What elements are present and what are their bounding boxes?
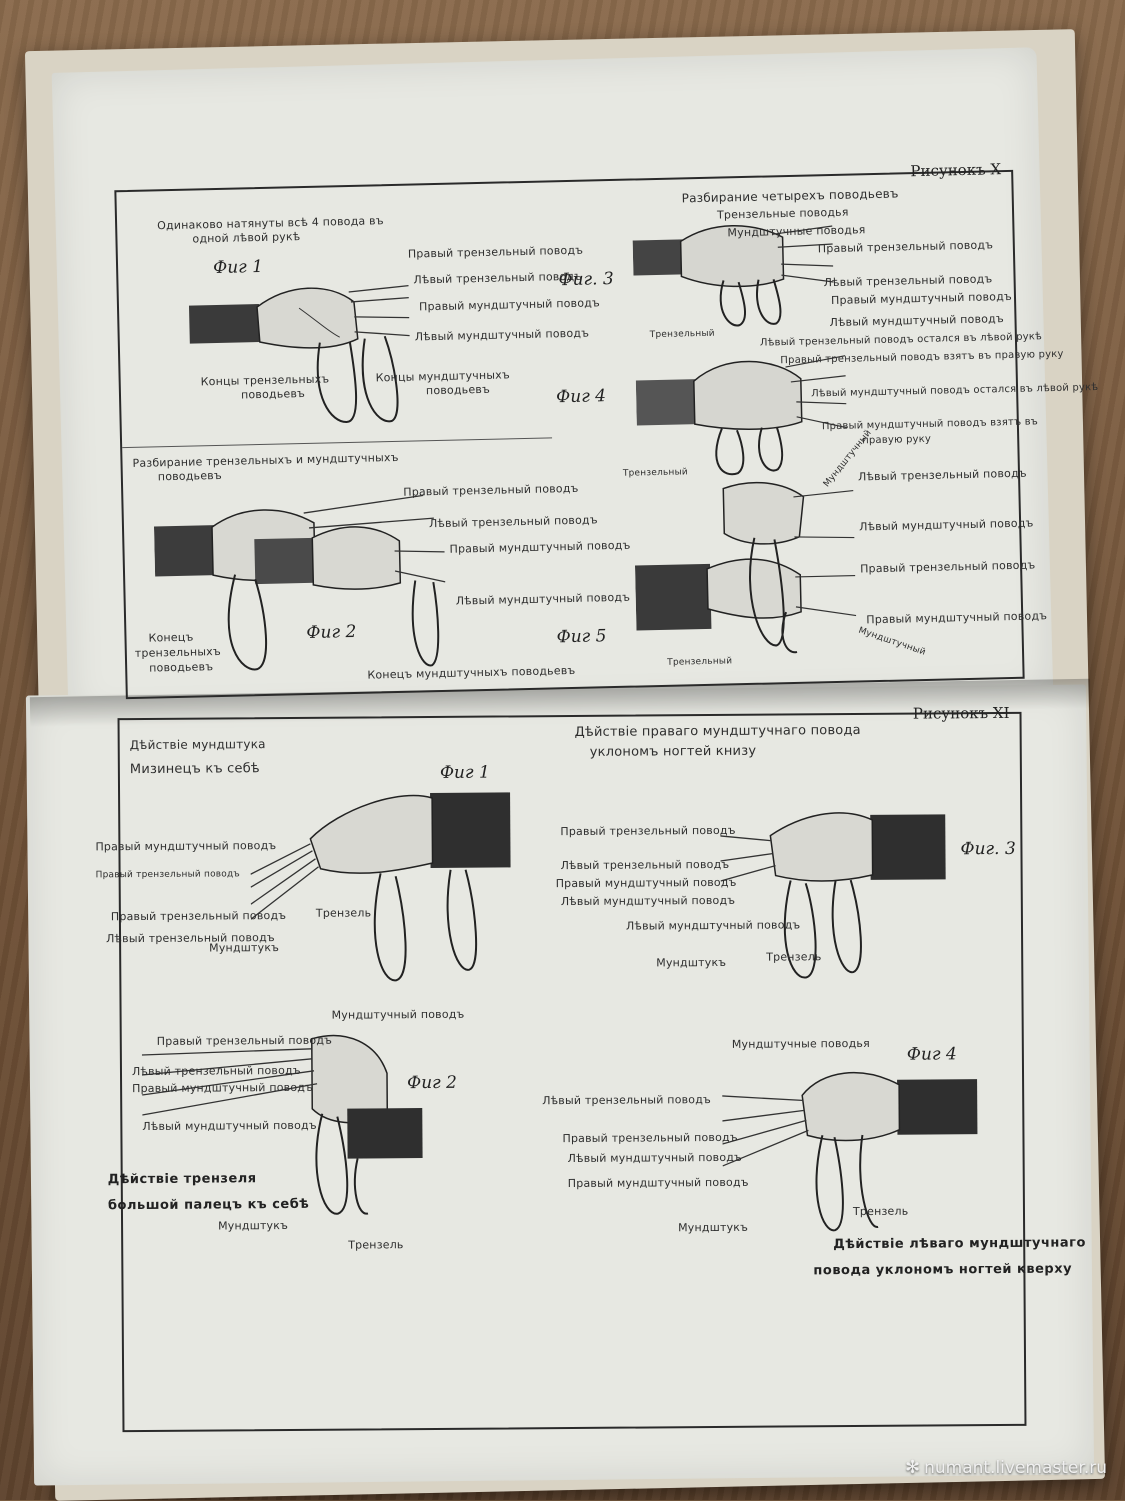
fig3-rein4: Лѣвый трензельный поводъ [823,272,993,290]
fig3-xi-rein3: Правый мундштучный поводъ [555,875,737,891]
fig3-rein2: Мундштучные поводья [727,223,866,240]
fig3-rein5: Правый мундштучный поводъ [830,289,1013,308]
fig4-xi-rein1: Лѣвый трензельный поводъ [542,1093,712,1108]
fig1-xi-rein2: Правый трензельный поводъ [95,869,241,881]
fig1-ends-right-2: поводьевъ [425,382,491,398]
header-left-line1-xi: Дѣйствіе мундштука [129,737,266,753]
fig3-xi-rein4: Лѣвый мундштучный поводъ [560,893,736,909]
fig4-xi-trenzel: Трензель [852,1204,909,1219]
fig5-bottom: Трензельный [667,656,733,668]
fig2-xi-rein2: Лѣвый трензельный поводъ [131,1063,301,1079]
header-right: Разбирание четырехъ поводьевъ [681,186,899,206]
fig5-rein4: Правый мундштучный поводъ [866,609,1048,627]
fig2-rein4: Лѣвый мундштучный поводъ [455,590,631,608]
snowflake-icon: ✻ [905,1457,921,1478]
fig1-rein3: Правый мундштучный поводъ [418,296,601,314]
fig1-ends-left-2: поводьевъ [240,386,306,402]
fig4-xi-caption-2: повода уклономъ ногтей кверху [813,1261,1073,1279]
fig4-xi-rein2: Правый трензельный поводъ [562,1130,738,1146]
fig2-xi-trenzel: Трензель [348,1238,404,1252]
fig1-xi-rein1: Правый мундштучный поводъ [95,839,277,854]
header-right-line1-xi: Дѣйствіе праваго мундштучнаго повода [574,722,861,740]
fig2-xi-rein3: Правый мундштучный поводъ [132,1080,314,1096]
watermark: ✻numant.livemaster.ru [905,1457,1107,1478]
fig3-xi-mundshtuk: Мундштукъ [656,955,727,970]
fig1-rein1: Правый трензельный поводъ [407,243,584,261]
plate-xi: Рисунокъ XI Дѣйствіе мундштука Мизинецъ … [95,704,1086,1433]
section2-line1: Разбирание трензельныхъ и мундштучныхъ [132,450,399,470]
fig5-bottom-right: Мундштучный [857,625,927,658]
fig1-xi-rein3: Правый трензельный поводъ [110,908,287,924]
fig3-xi-hand-drawing [720,812,946,979]
plate-title-xi: Рисунокъ XI [912,703,1010,723]
fig1-hand-drawing [188,284,410,424]
fig3-rein6: Лѣвый мундштучный поводъ [829,312,1005,330]
fig1-rein4: Лѣвый мундштучный поводъ [414,326,590,344]
fig1-xi-mundshtuk: Мундштукъ [209,941,280,955]
fig4-hand-drawing [635,355,848,476]
fig5-hands-drawing [634,481,857,654]
fig4-xi-rein4: Правый мундштучный поводъ [567,1175,749,1191]
fig5-rein2: Лѣвый мундштучный поводъ [859,516,1034,534]
fig3-hand-drawing [632,225,834,327]
watermark-text: numant.livemaster.ru [924,1458,1107,1478]
fig2-xi-mundshtuk: Мундштукъ [218,1218,289,1233]
fig3-xi-trenzel: Трензель [766,950,822,964]
fig1-xi-hand-drawing [250,792,511,982]
fig4-xi-hand-drawing [722,1072,978,1232]
fig2-xi-hand-drawing [141,1034,423,1215]
plate-title: Рисунокъ X [910,160,1002,181]
fig2-label-xi: Фиг 2 [407,1072,458,1094]
fig1-label-xi: Фиг 1 [439,762,490,783]
fig3-xi-rein2: Лѣвый трензельный поводъ [560,857,730,873]
fig4-xi-caption-1: Дѣйствіе лѣваго мундштучнаго [833,1235,1086,1253]
fig4-bottom-left: Трензельный [622,467,689,479]
fig2-ends-2: трензельныхъ [134,644,222,660]
fig2-xi-rein4: Лѣвый мундштучный поводъ [142,1118,317,1134]
fig2-rein1: Правый трензельный поводъ [403,481,579,499]
fig5-label: Фиг 5 [556,626,607,648]
fig1-xi-trenzel: Трензель [315,906,372,920]
header-left-line2: одной лѣвой рукѣ [192,230,301,246]
fig2-ends-1: Конецъ [148,630,194,645]
header-left-line1: Одинаково натянуты всѣ 4 повода въ [157,214,384,233]
fig3-label-xi: Фиг. 3 [960,838,1016,860]
fig2-xi-caption-1: Дѣйствіе трензеля [107,1171,257,1188]
fig4-label: Фиг 4 [555,386,607,408]
fig2-ends-3: поводьевъ [149,660,214,675]
fig5-rein3: Правый трензельный поводъ [859,558,1036,576]
fig2-rein3: Правый мундштучный поводъ [449,538,631,556]
fig3-xi-rein1: Правый трензельный поводъ [560,823,736,839]
header-left-line2-xi: Мизинецъ къ себѣ [129,761,260,778]
header-right-line2-xi: уклономъ ногтей книзу [589,743,757,760]
fig2-xi-caption-2: большой палецъ къ себѣ [107,1196,310,1214]
fig5-rein1: Лѣвый трензельный поводъ [857,466,1027,484]
fig4-rein4: Правый мундштучный поводъ взятъ въ [821,416,1039,433]
fig2-rein2: Лѣвый трензельный поводъ [428,513,598,531]
fig4-xi-mundshtuk: Мундштукъ [678,1220,749,1235]
fig3-xi-rein5: Лѣвый мундштучный поводъ [625,918,801,933]
section2-line2: поводьевъ [157,468,223,484]
fig2-xi-rein1: Правый трензельный поводъ [156,1033,333,1048]
fig2-label: Фиг 2 [306,621,357,644]
fig4-xi-rein-top: Мундштучные поводья [731,1036,870,1051]
fig2-hands-drawing [153,494,446,671]
plate-x: Рисунокъ X Одинаково натянуты всѣ 4 пово… [114,160,1098,700]
fig3-rein3: Правый трензельный поводъ [817,238,994,256]
fig4-xi-rein3: Лѣвый мундштучный поводъ [567,1150,743,1166]
fig3-label: Фиг. 3 [558,268,614,291]
fig1-rein2: Лѣвый трензельный поводъ [413,269,583,287]
fig4-rein1: Лѣвый трензельный поводъ остался въ лѣво… [759,331,1043,349]
